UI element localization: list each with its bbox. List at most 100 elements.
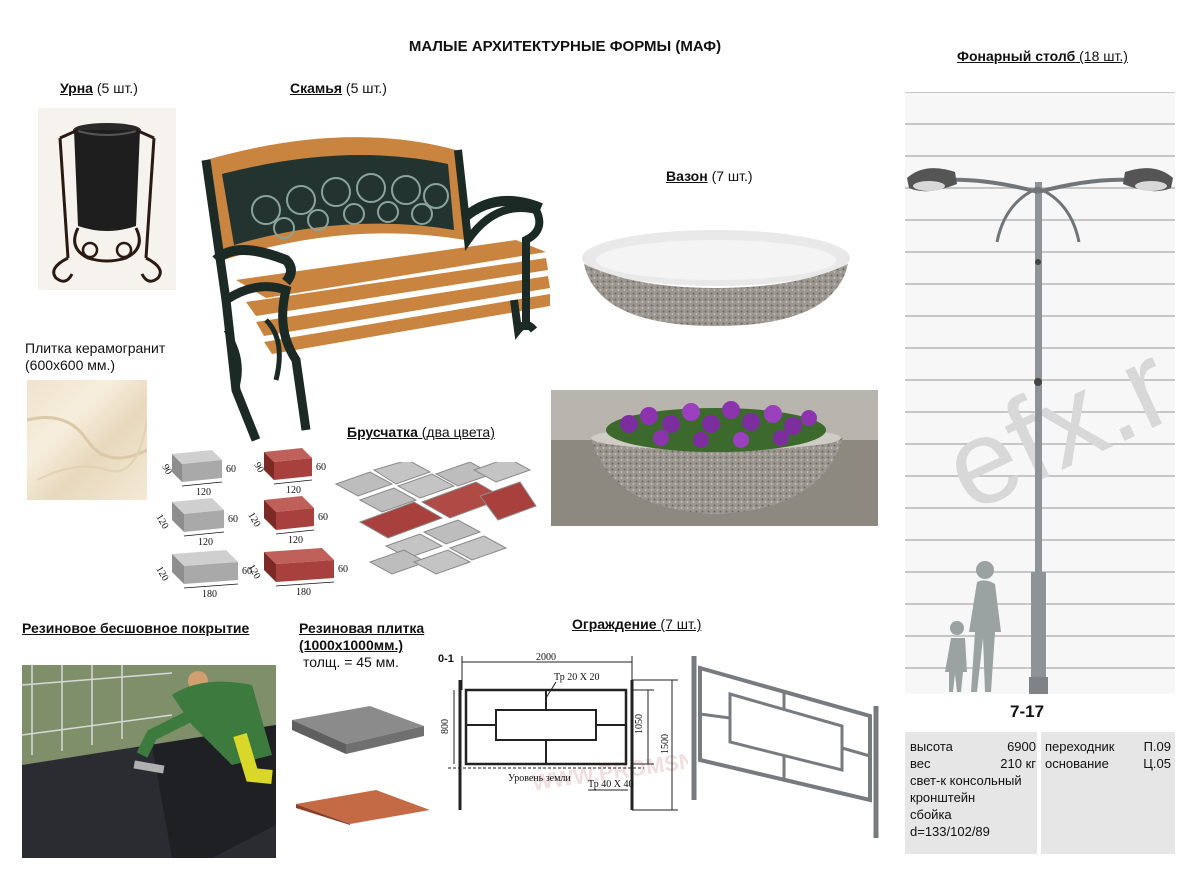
page-title: МАЛЫЕ АРХИТЕКТУРНЫЕ ФОРМЫ (МАФ) <box>408 38 722 55</box>
spec-row: основание Ц.05 <box>1045 755 1171 772</box>
fence-image <box>686 650 886 840</box>
rubber-coating-illustration <box>22 665 276 858</box>
fence-height-800: 800 <box>440 719 451 734</box>
fence-pipe-top-label: Тр 20 Х 20 <box>554 672 599 683</box>
fence-height-1050: 1050 <box>634 714 645 734</box>
paving-dim-b-depth: 120 <box>153 513 170 531</box>
paving-block-grey-b <box>172 498 224 532</box>
ceramic-tile-veins <box>26 416 148 481</box>
paving-dimension-drawings: 120 90 60 120 90 60 120 120 60 120 120 6… <box>150 440 350 610</box>
rubber-tile-thickness: толщ. = 45 мм. <box>303 654 399 670</box>
vase-flowers-illustration <box>551 390 878 526</box>
bench-image <box>196 130 556 450</box>
paving-name: Брусчатка <box>347 424 418 440</box>
vase-caption: Вазон (7 шт.) <box>666 168 753 184</box>
vase-name: Вазон <box>666 168 708 184</box>
paving-block-red-c <box>264 548 334 582</box>
rubber-tile-caption: Резиновая плитка (1000x1000мм.) толщ. = … <box>299 620 424 671</box>
lamp-spec-left <box>905 732 1037 854</box>
paving-blocks-svg: 120 90 60 120 90 60 120 120 60 120 120 6… <box>153 448 348 600</box>
bench-name: Скамья <box>290 80 343 96</box>
spec-value: 210 кг <box>1000 756 1036 771</box>
petunia-flowers <box>606 401 826 452</box>
lamp-caption: Фонарный столб (18 шт.) <box>957 48 1128 64</box>
paving-dim-ar-depth: 90 <box>251 461 266 475</box>
rubber-tile-name: Резиновая плитка <box>299 620 425 636</box>
spec-key: высота <box>910 739 953 754</box>
lamp-model: 7-17 <box>1010 702 1045 721</box>
spec-row: свет-к консольный <box>910 773 1022 788</box>
paving-dim-cr-height: 60 <box>338 564 348 575</box>
paving-dim-cr-width: 180 <box>296 587 311 598</box>
urn-name: Урна <box>60 80 93 96</box>
paving-dim-c-depth: 120 <box>153 565 170 583</box>
paving-block-red-a <box>264 448 312 480</box>
lamp-drawing: efx.r <box>905 91 1192 694</box>
paving-pattern-image <box>330 457 540 586</box>
vase-flowers-image <box>551 390 878 526</box>
paving-dim-b-width: 120 <box>198 537 213 548</box>
spec-row: высота 6900 <box>910 738 1036 755</box>
vase-empty-image <box>578 226 854 330</box>
paving-block-grey-a <box>172 450 222 482</box>
fence-qty: (7 шт.) <box>656 616 702 632</box>
fence-technical-drawing: 0-1 WWW.PROMSNABR.RU 2000 Тр 20 Х 20 Уро… <box>438 650 781 820</box>
rubber-tile-size: (1000x1000мм.) <box>299 637 404 653</box>
paving-caption: Брусчатка (два цвета) <box>347 424 495 440</box>
paving-dim-a-depth: 90 <box>159 463 174 477</box>
fence-drawing-svg: 0-1 WWW.PROMSNABR.RU 2000 Тр 20 Х 20 Уро… <box>438 652 781 811</box>
paving-dim-ar-width: 120 <box>286 485 301 496</box>
rubber-coating-caption: Резиновое бесшовное покрытие <box>22 620 249 636</box>
spec-row: кронштейн <box>910 790 976 805</box>
fence-ground-label: Уровень земли <box>508 773 571 784</box>
spec-value: 6900 <box>1007 739 1036 754</box>
bench-caption: Скамья (5 шт.) <box>290 80 387 96</box>
spec-row: d=133/102/89 <box>910 824 990 839</box>
paving-dim-a-width: 120 <box>196 487 211 498</box>
paving-pattern-svg <box>334 457 537 575</box>
bench-illustration <box>201 137 550 442</box>
spec-row: сбойка <box>910 807 952 822</box>
paving-dim-c-height: 60 <box>242 566 252 577</box>
fence-height-1500: 1500 <box>660 734 671 754</box>
paving-dim-ar-height: 60 <box>316 462 326 473</box>
paving-qty: (два цвета) <box>417 424 495 440</box>
tile-caption-line1: Плитка керамогранит <box>25 340 166 356</box>
fence-section-label: 0-1 <box>438 653 454 665</box>
lamp-qty: (18 шт.) <box>1075 48 1128 64</box>
spec-value: Ц.05 <box>1143 756 1171 771</box>
paving-dim-br-width: 120 <box>288 535 303 546</box>
fence-width-label: 2000 <box>536 652 556 663</box>
vase-empty-illustration <box>582 230 850 326</box>
lamp-name: Фонарный столб <box>957 48 1076 64</box>
tile-caption: Плитка керамогранит (600x600 мм.) <box>25 340 165 374</box>
paving-block-red-b <box>264 496 314 530</box>
bench-qty: (5 шт.) <box>342 80 387 96</box>
spec-row: вес 210 кг <box>910 755 1036 772</box>
rubber-coating-image <box>22 665 276 858</box>
ceramic-tile-image <box>26 380 148 500</box>
paving-dim-br-depth: 120 <box>245 511 262 529</box>
urn-image <box>38 108 176 290</box>
tile-caption-line2: (600x600 мм.) <box>25 357 116 373</box>
spec-key: основание <box>1045 756 1109 771</box>
spec-key: переходник <box>1045 739 1115 754</box>
spec-key: вес <box>910 756 931 771</box>
rubber-tile-illustration <box>292 706 430 825</box>
rubber-tile-image <box>290 700 440 825</box>
urn-caption: Урна (5 шт.) <box>60 80 138 96</box>
urn-illustration <box>52 123 162 283</box>
people-silhouette <box>945 561 1001 692</box>
fence-caption: Ограждение (7 шт.) <box>572 616 701 632</box>
urn-qty: (5 шт.) <box>92 80 138 96</box>
fence-3d-illustration <box>691 656 879 838</box>
paving-block-grey-c <box>172 550 238 584</box>
paving-dim-a-height: 60 <box>226 464 236 475</box>
fence-name: Ограждение <box>572 616 657 632</box>
lamp-spec-left-list: высота 6900 вес 210 кг свет-к консольный к… <box>910 738 1036 840</box>
lamp-spec-right <box>1041 732 1175 854</box>
paving-dim-br-height: 60 <box>318 512 328 523</box>
paving-dim-b-height: 60 <box>228 514 238 525</box>
